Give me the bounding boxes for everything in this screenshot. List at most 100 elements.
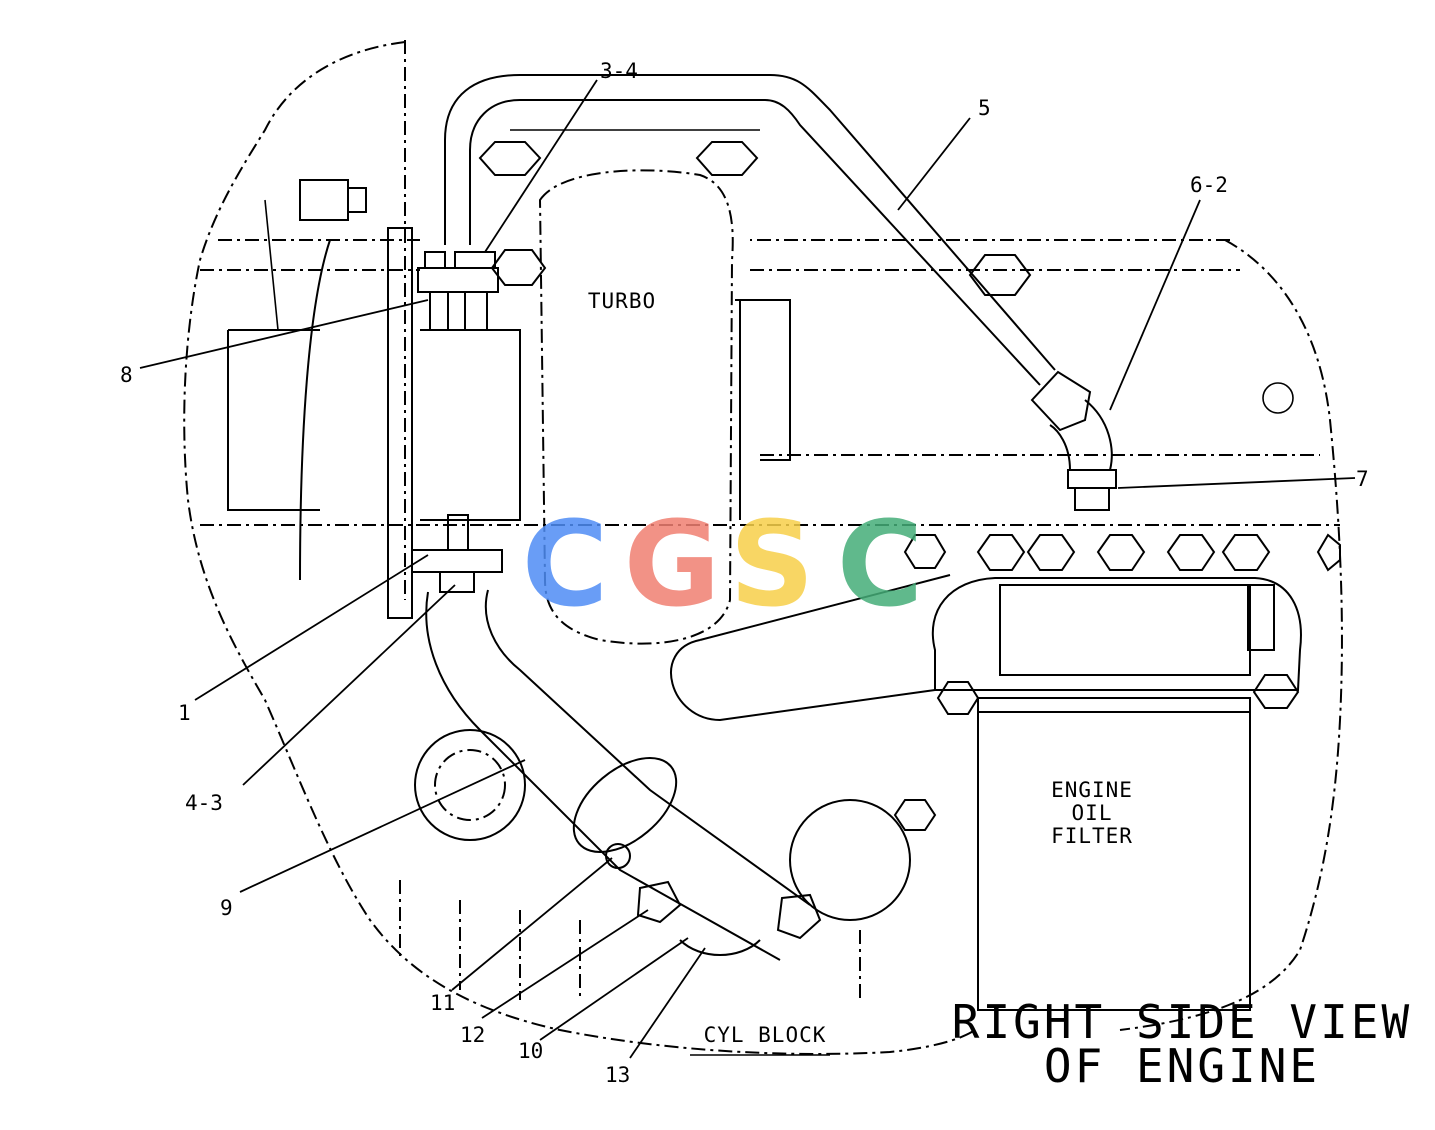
elbow-fitting <box>1049 399 1113 471</box>
supply-tube-inner <box>469 99 1041 386</box>
hex-bolt <box>1252 674 1300 709</box>
bolt-head-a <box>424 251 446 269</box>
callout-9: 9 <box>220 896 233 920</box>
callout-1: 1 <box>178 701 191 725</box>
bolt-shank-a <box>429 291 449 331</box>
manifold-curve <box>299 239 331 581</box>
head-plug <box>1262 382 1294 414</box>
cyl-block-label: CYL BLOCK <box>704 1023 827 1047</box>
bolt-right <box>776 893 822 940</box>
block-rib-top <box>699 574 951 641</box>
flange-1 <box>411 549 503 573</box>
block-boss-right <box>789 799 911 921</box>
turbo-housing <box>538 169 734 645</box>
engine-outline <box>183 40 1343 1055</box>
view-title-line2: OF ENGINE <box>1044 1039 1320 1093</box>
head-bolt <box>968 254 1032 296</box>
hex-bolt <box>1096 534 1146 571</box>
oil-filter <box>977 697 1251 1011</box>
bolt-12 <box>636 880 682 924</box>
callout-13: 13 <box>605 1063 630 1087</box>
hex-bolt <box>976 534 1026 571</box>
left-bracket <box>227 330 320 511</box>
view-title-line1: RIGHT SIDE VIEW <box>952 995 1412 1049</box>
hex-bolt <box>1026 534 1076 571</box>
hose-clamp <box>572 757 678 853</box>
turbo-bolt-1 <box>478 141 542 176</box>
leader-7 <box>1117 477 1356 489</box>
filter-label-line1: ENGINE <box>1051 778 1133 802</box>
callout-10: 10 <box>518 1039 543 1063</box>
turbo-label: TURBO <box>588 289 656 313</box>
block-boss-left-inner <box>434 749 506 821</box>
leader-10 <box>539 937 689 1041</box>
turbo-nut <box>490 249 547 286</box>
fitting-adapter-thread <box>1074 487 1110 511</box>
leader-5 <box>897 117 971 211</box>
leader-9 <box>239 759 526 893</box>
supply-tube-outer <box>444 74 1056 371</box>
sensor-connector <box>347 187 367 213</box>
engine-outline-right <box>1119 239 1343 1031</box>
bolt-head-b <box>454 251 496 269</box>
block-rib <box>670 639 936 722</box>
turbo-flange <box>420 329 521 521</box>
flange-8 <box>417 267 499 293</box>
hex-bolt <box>1316 533 1341 572</box>
filter-label-line2: OIL <box>1072 801 1113 825</box>
callout-3-4: 3-4 <box>600 59 638 83</box>
leader-8 <box>139 299 429 369</box>
leader-4-3 <box>242 584 456 786</box>
callouts: 3-4 5 6-2 7 8 1 4-3 9 11 12 10 13 <box>120 59 1369 1087</box>
block-features <box>399 574 951 1000</box>
filter-base-face <box>999 584 1251 676</box>
watermark-letter: S <box>730 495 815 633</box>
drain-tube-inner <box>484 589 811 906</box>
hex-bolt <box>893 799 937 831</box>
leader-12 <box>481 909 649 1019</box>
clamp-screw-11 <box>605 843 631 869</box>
hex-bolt-row <box>893 533 1341 831</box>
leader-3-4 <box>484 79 598 253</box>
callout-6-2: 6-2 <box>1190 173 1228 197</box>
hex-bolt <box>1166 534 1216 571</box>
watermark-letter: G <box>624 495 721 633</box>
oil-filter-assembly <box>931 577 1302 1011</box>
leader-11 <box>451 857 613 991</box>
top-flange <box>417 251 499 331</box>
hex-bolt <box>903 534 947 569</box>
block-boss-left <box>414 729 526 841</box>
filter-base <box>931 577 1302 691</box>
elbow-nut <box>1030 370 1092 432</box>
callout-12: 12 <box>460 1023 485 1047</box>
turbo <box>420 141 1032 645</box>
hex-bolt <box>936 681 980 715</box>
engine-outline-left <box>183 41 976 1055</box>
lower-flange <box>411 514 503 593</box>
turbo-bolt-2 <box>695 141 759 176</box>
turbo-outlet <box>735 299 791 461</box>
oil-drain-line <box>425 589 822 961</box>
bolt-upper <box>447 514 469 551</box>
sensor-body <box>299 179 349 221</box>
watermark-letter: C <box>837 495 924 633</box>
callout-11: 11 <box>430 991 455 1015</box>
leader-13 <box>629 947 706 1059</box>
filter-label-line3: FILTER <box>1051 824 1133 848</box>
callout-7: 7 <box>1356 467 1369 491</box>
block-ribs-vertical <box>399 880 861 1000</box>
strut <box>264 199 279 331</box>
oil-supply-line <box>444 74 1117 511</box>
hex-bolt <box>1221 534 1271 571</box>
flange-plate <box>387 227 413 619</box>
bolt-shank-b <box>464 291 488 331</box>
leader-lines <box>139 79 1356 1059</box>
left-components <box>227 179 413 619</box>
leader-6-2 <box>1109 199 1201 411</box>
watermark-letter: C <box>522 495 609 633</box>
adapter-13 <box>679 939 761 956</box>
fitting-adapter-7 <box>1067 469 1117 489</box>
drain-tube-outer <box>425 591 781 961</box>
